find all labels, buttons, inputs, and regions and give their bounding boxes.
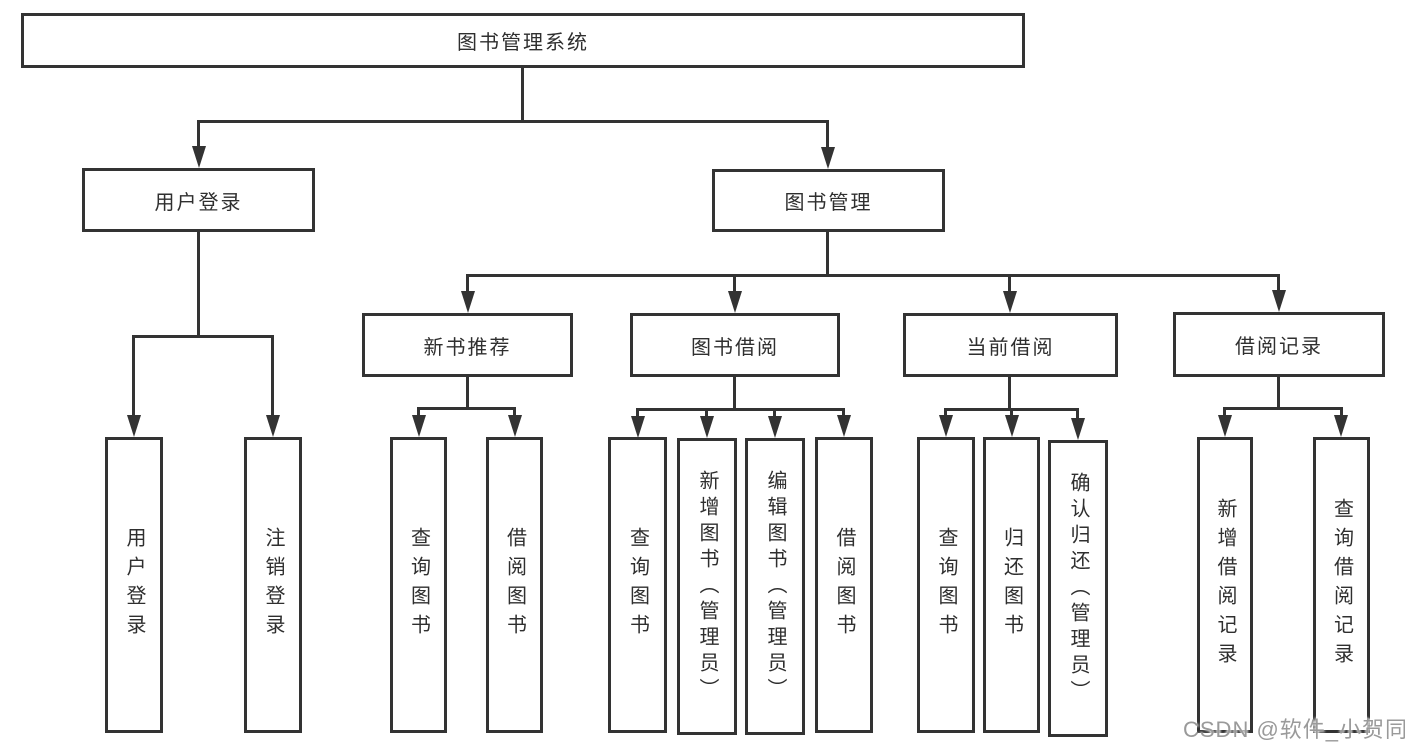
leaf-label: 新增图书（管理员） bbox=[696, 469, 718, 704]
connector-vline bbox=[132, 335, 135, 417]
connector-vline bbox=[826, 120, 829, 148]
leaf-add-borrow-record: 新增借阅记录 bbox=[1197, 437, 1253, 733]
arrow-down-icon bbox=[939, 415, 953, 437]
connector-vline bbox=[271, 335, 274, 417]
arrow-down-icon bbox=[821, 147, 835, 169]
connector-vline bbox=[1277, 274, 1280, 292]
connector-vline bbox=[1008, 377, 1011, 410]
arrow-down-icon bbox=[728, 291, 742, 313]
connector-vline bbox=[521, 68, 524, 120]
leaf-query-borrow-record: 查询借阅记录 bbox=[1313, 437, 1370, 733]
leaf-label: 归还图书 bbox=[1000, 527, 1023, 643]
connector-hline bbox=[1223, 407, 1342, 410]
connector-vline bbox=[1340, 407, 1343, 417]
leaf-label: 确认归还（管理员） bbox=[1067, 471, 1089, 706]
leaf-label: 借阅图书 bbox=[833, 527, 855, 643]
module-book-borrow: 图书借阅 bbox=[630, 313, 840, 377]
connector-vline bbox=[1223, 407, 1226, 417]
leaf-query-books: 查询图书 bbox=[608, 437, 667, 733]
arrow-down-icon bbox=[1003, 291, 1017, 313]
leaf-label: 查询图书 bbox=[935, 527, 957, 643]
connector-vline bbox=[1008, 274, 1011, 292]
connector-vline bbox=[733, 377, 736, 410]
connector-vline bbox=[197, 232, 200, 335]
module-new-book-recommend: 新书推荐 bbox=[362, 313, 573, 377]
module-current-borrow: 当前借阅 bbox=[903, 313, 1118, 377]
arrow-down-icon bbox=[700, 416, 714, 438]
arrow-down-icon bbox=[1272, 290, 1286, 312]
leaf-add-books-admin: 新增图书（管理员） bbox=[677, 438, 737, 735]
connector-vline bbox=[944, 408, 947, 417]
arrow-down-icon bbox=[1218, 415, 1232, 437]
csdn-watermark: CSDN @软件_小贺同学 bbox=[1183, 717, 1405, 742]
leaf-query-books: 查询图书 bbox=[917, 437, 975, 733]
node-book-management: 图书管理 bbox=[712, 169, 945, 232]
leaf-label: 新增借阅记录 bbox=[1214, 498, 1236, 672]
connector-vline bbox=[1277, 377, 1280, 409]
arrow-down-icon bbox=[837, 415, 851, 437]
node-user-login: 用户登录 bbox=[82, 168, 315, 232]
arrow-down-icon bbox=[412, 415, 426, 437]
leaf-label: 编辑图书（管理员） bbox=[764, 469, 786, 704]
arrow-down-icon bbox=[1071, 418, 1085, 440]
connector-vline bbox=[1010, 408, 1013, 417]
leaf-edit-books-admin: 编辑图书（管理员） bbox=[745, 438, 805, 735]
connector-vline bbox=[705, 408, 708, 418]
leaf-user-login: 用户登录 bbox=[105, 437, 163, 733]
arrow-down-icon bbox=[192, 146, 206, 168]
leaf-label: 用户登录 bbox=[123, 527, 145, 643]
leaf-label: 查询图书 bbox=[407, 527, 430, 643]
connector-hline bbox=[417, 407, 516, 410]
leaf-borrow-books: 借阅图书 bbox=[815, 437, 873, 733]
arrow-down-icon bbox=[266, 415, 280, 437]
connector-vline bbox=[733, 274, 736, 292]
connector-vline bbox=[826, 232, 829, 276]
connector-vline bbox=[1076, 408, 1079, 420]
connector-vline bbox=[197, 120, 200, 148]
leaf-logout: 注销登录 bbox=[244, 437, 302, 733]
arrow-down-icon bbox=[631, 416, 645, 438]
connector-hline bbox=[466, 274, 1280, 277]
leaf-label: 借阅图书 bbox=[503, 527, 526, 643]
connector-vline bbox=[466, 274, 469, 292]
arrow-down-icon bbox=[461, 291, 475, 313]
leaf-label: 注销登录 bbox=[262, 527, 284, 643]
arrow-down-icon bbox=[1334, 415, 1348, 437]
arrow-down-icon bbox=[1005, 415, 1019, 437]
leaf-borrow-books: 借阅图书 bbox=[486, 437, 543, 733]
connector-vline bbox=[842, 408, 845, 418]
arrow-down-icon bbox=[127, 415, 141, 437]
arrow-down-icon bbox=[508, 415, 522, 437]
leaf-label: 查询借阅记录 bbox=[1330, 498, 1353, 672]
module-borrow-records: 借阅记录 bbox=[1173, 312, 1385, 377]
leaf-label: 查询图书 bbox=[626, 527, 649, 643]
leaf-confirm-return-admin: 确认归还（管理员） bbox=[1048, 440, 1108, 737]
connector-hline bbox=[132, 335, 273, 338]
leaf-query-books: 查询图书 bbox=[390, 437, 447, 733]
connector-hline bbox=[197, 120, 829, 123]
arrow-down-icon bbox=[768, 416, 782, 438]
connector-vline bbox=[466, 377, 469, 409]
node-root-system: 图书管理系统 bbox=[21, 13, 1025, 68]
connector-vline bbox=[513, 407, 516, 417]
connector-hline bbox=[636, 408, 844, 411]
connector-vline bbox=[636, 408, 639, 418]
connector-vline bbox=[773, 408, 776, 418]
connector-vline bbox=[417, 407, 420, 417]
leaf-return-books: 归还图书 bbox=[983, 437, 1040, 733]
